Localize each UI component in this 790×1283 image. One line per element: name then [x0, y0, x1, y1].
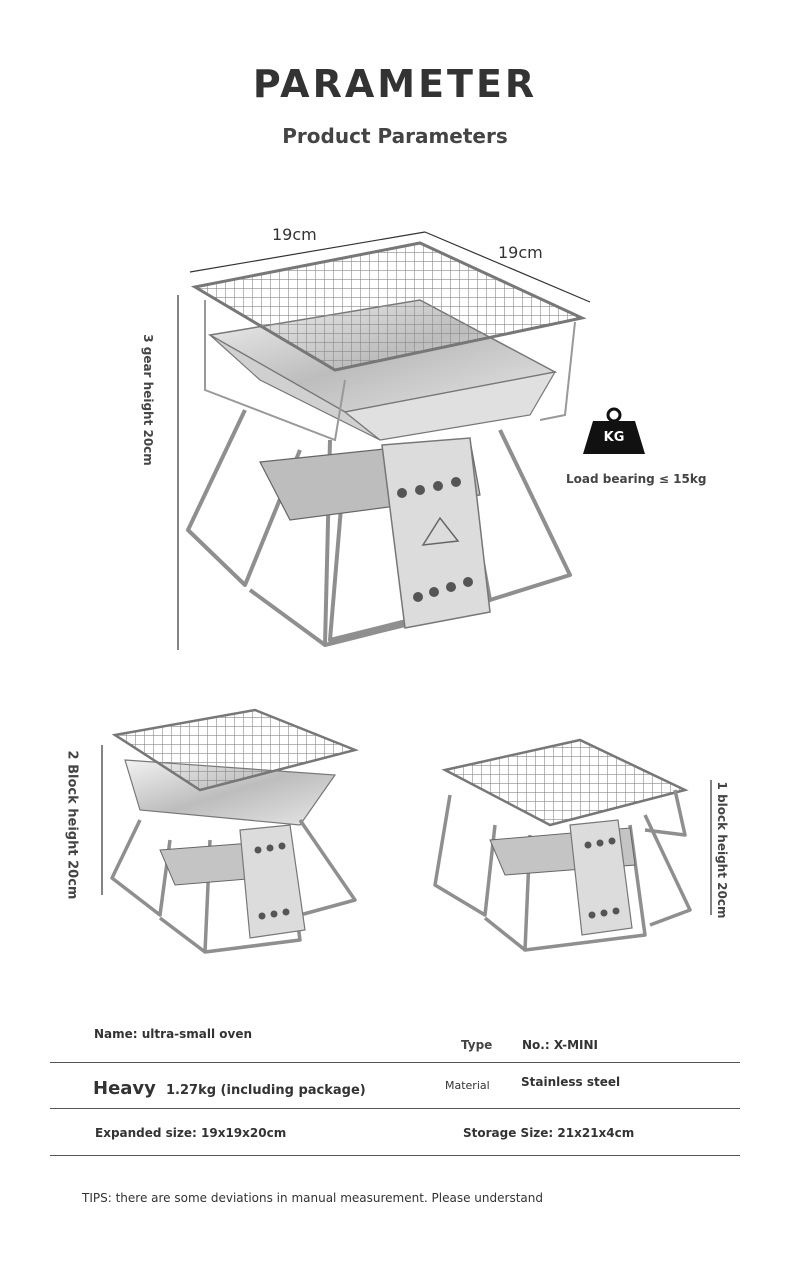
table-divider-3: [50, 1155, 740, 1156]
width-label-side: 19cm: [498, 243, 543, 262]
left-grill-illustration: [101, 708, 360, 954]
spec-weight-value: 1.27kg (including package): [166, 1083, 366, 1098]
spec-weight-label: Heavy: [93, 1078, 156, 1099]
spec-model: No.: X-MINI: [522, 1038, 598, 1052]
weight-kg-icon: [583, 407, 645, 454]
page-title: PARAMETER: [252, 62, 538, 106]
table-divider-1: [50, 1062, 740, 1063]
weight-icon-text: KG: [603, 430, 625, 445]
spec-type-label: Type: [461, 1038, 493, 1052]
right-grill-illustration: [433, 738, 712, 952]
spec-material-label: Material: [445, 1079, 490, 1092]
spec-name: Name: ultra-small oven: [94, 1027, 253, 1041]
spec-storage-size: Storage Size: 21x21x4cm: [463, 1126, 635, 1140]
spec-material-value: Stainless steel: [521, 1075, 621, 1089]
main-grill-illustration: [177, 231, 591, 650]
width-label-top: 19cm: [272, 225, 317, 244]
load-bearing-label: Load bearing ≤ 15kg: [566, 472, 707, 486]
table-divider-2: [50, 1108, 740, 1109]
tips-note: TIPS: there are some deviations in manua…: [82, 1191, 543, 1205]
spec-expanded-size: Expanded size: 19x19x20cm: [95, 1126, 287, 1140]
page-subtitle: Product Parameters: [282, 124, 508, 148]
